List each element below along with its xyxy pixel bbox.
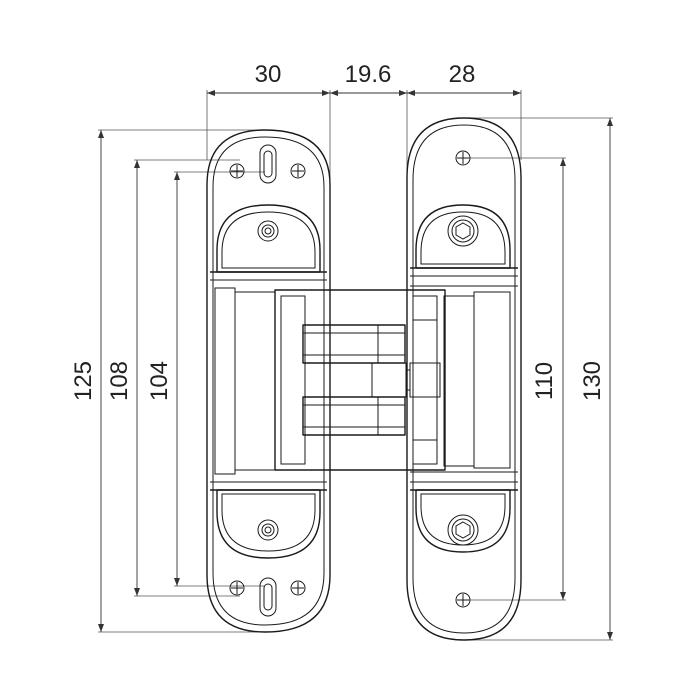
right-dimensions: 110 130 [463,117,613,641]
dim-left-inner: 104 [146,361,173,401]
dim-left-outer: 125 [70,361,97,401]
dim-left-mid: 108 [106,361,133,401]
dim-right-outer: 130 [579,361,606,401]
dim-top-right: 28 [449,61,476,88]
right-hinge-leaf [406,117,522,641]
hinge-mechanism [274,289,446,471]
left-hinge-leaf [206,129,331,633]
top-dimensions: 30 19.6 28 [206,61,522,300]
dim-right-inner: 110 [531,362,558,400]
dim-top-left: 30 [255,61,282,88]
dim-top-gap: 19.6 [345,61,392,88]
left-dimensions: 125 108 104 [70,129,265,633]
